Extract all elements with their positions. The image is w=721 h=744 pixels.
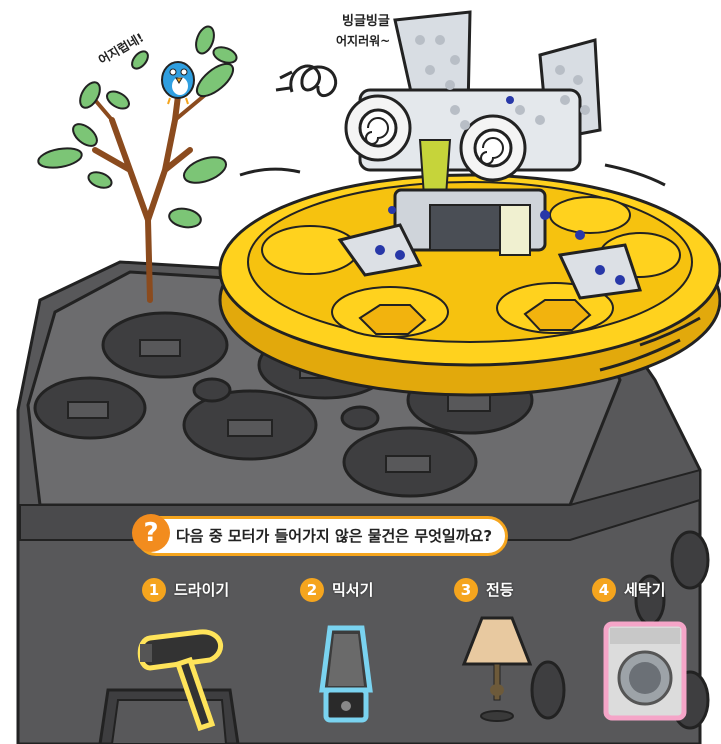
dizzy-scribble <box>289 64 338 98</box>
option-2-label[interactable]: 믹서기 <box>332 581 374 599</box>
tree-icon <box>37 25 238 303</box>
washing-machine-icon <box>603 621 687 721</box>
robot-speech-line2: 어지러워~ <box>336 34 391 48</box>
dizzy-lines <box>275 70 293 92</box>
option-1-label[interactable]: 드라이기 <box>174 581 230 599</box>
robot-speech-line1: 빙글빙글 <box>342 14 390 29</box>
robot-icon <box>337 10 642 300</box>
lamp-icon <box>461 616 533 722</box>
bird-icon <box>161 61 195 105</box>
option-2-number[interactable]: 2 <box>300 578 324 602</box>
option-3-number[interactable]: 3 <box>454 578 478 602</box>
option-1-number[interactable]: 1 <box>142 578 166 602</box>
question-mark-badge: ? <box>132 514 170 552</box>
yellow-spinning-gear <box>218 163 721 397</box>
option-3-label[interactable]: 전등 <box>486 581 514 599</box>
blender-icon <box>319 625 373 723</box>
hair-dryer-icon <box>137 629 223 732</box>
question-text: 다음 중 모터가 들어가지 않은 물건은 무엇일까요? <box>176 527 493 545</box>
option-4-label[interactable]: 세탁기 <box>624 581 666 599</box>
option-4-number[interactable]: 4 <box>592 578 616 602</box>
question-box <box>136 516 508 556</box>
